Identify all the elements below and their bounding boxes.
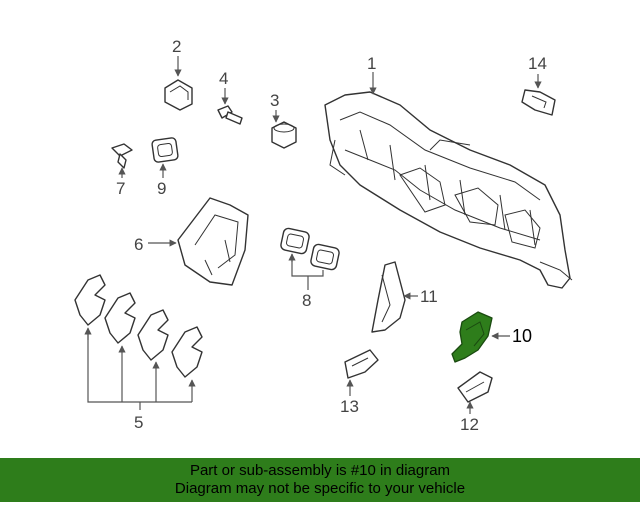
part-13-bracket bbox=[344, 349, 379, 379]
callout-13: 13 bbox=[340, 397, 359, 416]
banner-line-1: Part or sub-assembly is #10 in diagram bbox=[189, 462, 451, 479]
part-14-clip bbox=[521, 89, 556, 116]
callout-2: 2 bbox=[172, 37, 181, 56]
banner-line-2: Diagram may not be specific to your vehi… bbox=[174, 480, 466, 497]
callout-11: 11 bbox=[420, 287, 438, 306]
callout-1: 1 bbox=[367, 54, 376, 73]
part-1-instrument-panel bbox=[324, 91, 573, 289]
callout-5: 5 bbox=[134, 413, 143, 432]
callout-10: 10 bbox=[512, 326, 532, 346]
part-5-clips bbox=[74, 274, 203, 378]
callout-9: 9 bbox=[157, 179, 166, 198]
part-8-grommets bbox=[280, 227, 340, 271]
callout-14: 14 bbox=[528, 54, 547, 73]
part-11-brace bbox=[371, 261, 406, 333]
part-12-bracket bbox=[457, 371, 493, 403]
callout-8: 8 bbox=[302, 291, 311, 310]
part-10-bracket-highlighted bbox=[451, 311, 493, 363]
part-3-bushing bbox=[271, 121, 297, 149]
callout-4: 4 bbox=[219, 69, 228, 88]
callout-6: 6 bbox=[134, 235, 143, 254]
callout-3: 3 bbox=[270, 91, 279, 110]
part-4-bolt bbox=[217, 105, 243, 125]
part-9-grommet bbox=[151, 137, 179, 163]
part-7-screw bbox=[111, 143, 133, 169]
parts-diagram: 1 2 4 3 7 9 6 bbox=[74, 37, 573, 434]
part-6-bracket bbox=[177, 197, 249, 286]
part-2-clip bbox=[164, 79, 193, 111]
callout-12: 12 bbox=[460, 415, 479, 434]
info-banner: Part or sub-assembly is #10 in diagram D… bbox=[0, 458, 640, 502]
callout-7: 7 bbox=[116, 179, 125, 198]
